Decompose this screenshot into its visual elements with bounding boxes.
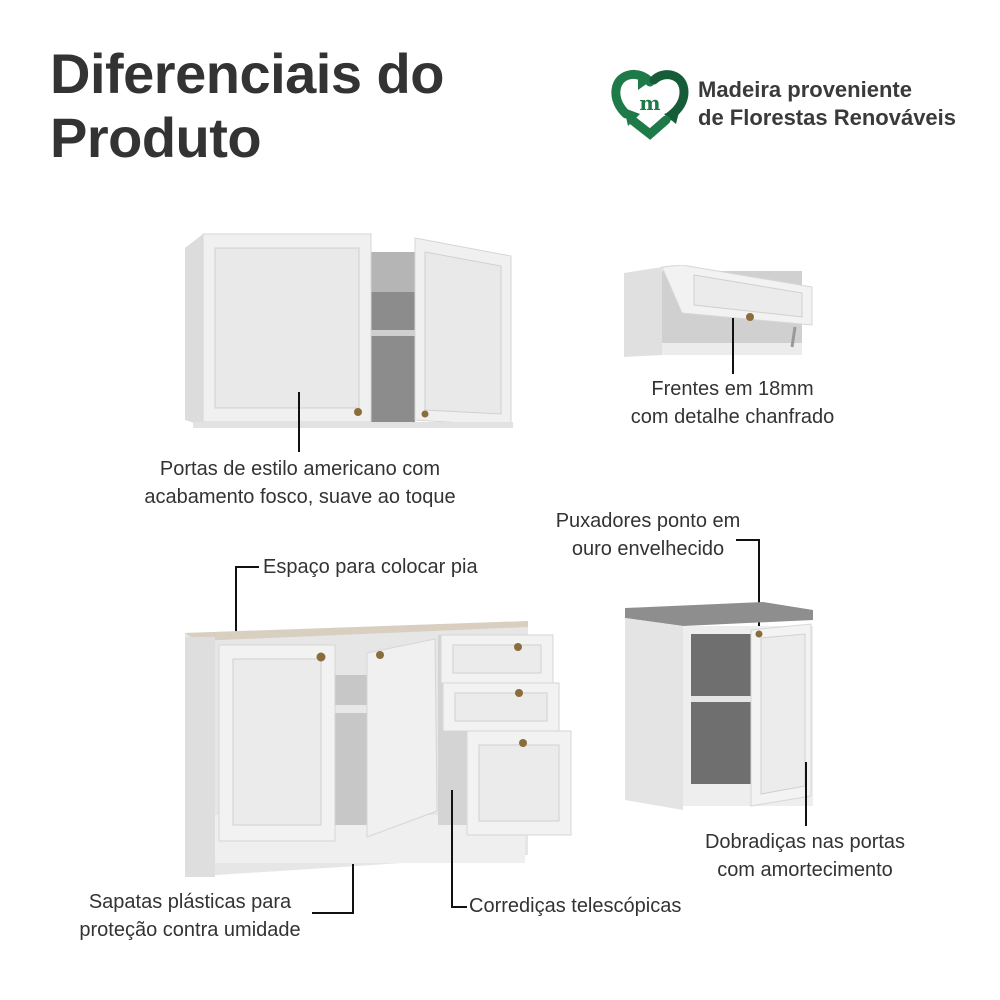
leader-line-corredicas-v	[451, 790, 453, 908]
caption-sapatas-line-1: Sapatas plásticas para	[88, 891, 292, 913]
title-line-2: Produto	[50, 106, 262, 169]
recycle-heart-m-icon: m	[610, 68, 690, 140]
title-line-1: Diferenciais do	[50, 42, 444, 105]
caption-dobradicas: Dobradiças nas portas com amortecimento	[680, 828, 930, 884]
caption-pia-line-1: Espaço para colocar pia	[263, 556, 478, 578]
caption-portas-line-1: Portas de estilo americano com	[159, 458, 441, 480]
caption-puxadores: Puxadores ponto em ouro envelhecido	[528, 507, 768, 563]
svg-text:m: m	[639, 91, 660, 115]
caption-corredicas: Corrediças telescópicas	[469, 892, 681, 920]
base-cabinet-countertop	[623, 600, 818, 815]
leader-line-pia-v	[235, 566, 237, 636]
upper-cabinet-lift-door	[622, 265, 817, 360]
caption-pia: Espaço para colocar pia	[263, 553, 478, 581]
leader-line-pia-h	[235, 566, 259, 568]
caption-puxadores-line-2: ouro envelhecido	[571, 538, 725, 560]
caption-dobradicas-line-2: com amortecimento	[717, 859, 893, 881]
leader-line-corredicas-h	[451, 906, 467, 908]
badge-line-1: Madeira proveniente	[698, 77, 912, 102]
leader-line-puxadores-h	[736, 539, 760, 541]
badge-text: Madeira proveniente de Florestas Renováv…	[698, 76, 956, 132]
sustainability-badge: m Madeira proveniente de Florestas Renov…	[610, 68, 980, 140]
sink-base-cabinet	[183, 615, 573, 880]
leader-line-portas	[298, 392, 300, 452]
caption-frentes: Frentes em 18mm com detalhe chanfrado	[590, 375, 875, 431]
caption-portas: Portas de estilo americano com acabament…	[110, 455, 490, 511]
caption-frentes-line-2: com detalhe chanfrado	[630, 406, 835, 428]
caption-portas-line-2: acabamento fosco, suave ao toque	[144, 486, 456, 508]
leader-line-dobradicas	[805, 762, 807, 826]
leader-line-sapatas-v	[352, 864, 354, 914]
caption-sapatas: Sapatas plásticas para proteção contra u…	[55, 888, 325, 944]
caption-sapatas-line-2: proteção contra umidade	[79, 919, 301, 941]
leader-line-frentes	[732, 318, 734, 374]
upper-cabinet-two-doors	[183, 230, 513, 430]
leader-line-puxadores-v	[758, 539, 760, 637]
caption-puxadores-line-1: Puxadores ponto em	[555, 510, 741, 532]
page-title: Diferenciais do Produto	[50, 42, 444, 170]
caption-frentes-line-1: Frentes em 18mm	[651, 378, 814, 400]
caption-corredicas-line-1: Corrediças telescópicas	[469, 895, 682, 917]
caption-dobradicas-line-1: Dobradiças nas portas	[704, 831, 906, 853]
badge-line-2: de Florestas Renováveis	[698, 105, 957, 130]
leader-line-sapatas-h	[312, 912, 354, 914]
